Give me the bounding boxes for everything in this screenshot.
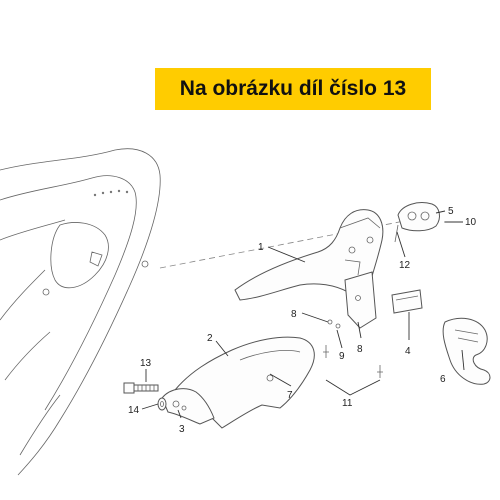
callout-13: 13 (140, 358, 152, 369)
bracket-part-1 (234, 209, 384, 329)
mudguard-part-2 (174, 336, 315, 429)
callout-5: 5 (448, 206, 454, 217)
callout-14: 14 (128, 405, 140, 416)
lower-piece-part-3 (161, 388, 215, 425)
callout-3: 3 (179, 424, 185, 435)
callout-2: 2 (207, 333, 213, 344)
callout-6: 6 (440, 374, 446, 385)
lamp-part-5 (397, 202, 440, 232)
callout-10: 10 (465, 217, 477, 228)
callout-8-right: 8 (357, 344, 363, 355)
washer-part-14 (157, 397, 167, 411)
banner-background (155, 68, 431, 110)
banner-title: Na obrázku díl číslo 13 (179, 77, 407, 100)
dots-row (93, 189, 129, 197)
callout-7: 7 (287, 390, 293, 401)
rear-body-outline (0, 148, 161, 476)
callout-12: 12 (399, 260, 411, 271)
callout-8-left: 8 (291, 309, 297, 320)
leader-lines (141, 210, 465, 419)
reflector-part-4 (391, 289, 423, 314)
callout-4: 4 (405, 346, 411, 357)
callout-11: 11 (342, 398, 353, 409)
side-piece-part-6 (442, 317, 491, 385)
callout-1: 1 (258, 242, 264, 253)
callout-9: 9 (339, 351, 345, 362)
screw-part-13 (123, 382, 159, 394)
